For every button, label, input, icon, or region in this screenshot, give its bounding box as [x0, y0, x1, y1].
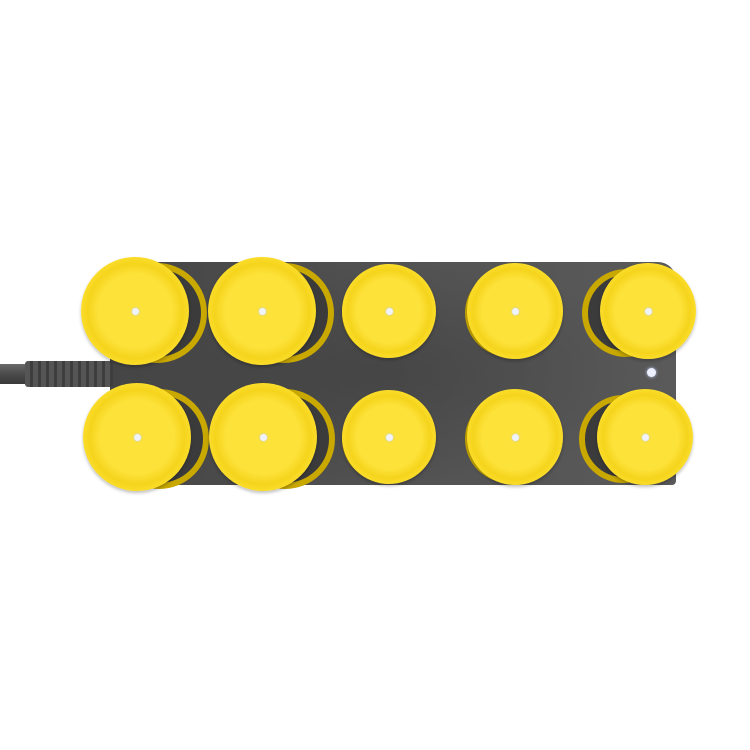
hair-roller-4 [467, 263, 563, 359]
hair-roller-6 [83, 383, 191, 491]
roller-center-dot [385, 307, 393, 315]
hair-roller-7 [209, 383, 317, 491]
hair-roller-10 [597, 389, 693, 485]
roller-center-dot [133, 433, 141, 441]
roller-center-dot [641, 433, 649, 441]
roller-center-dot [259, 433, 267, 441]
roller-center-dot [644, 307, 652, 315]
hair-roller-8 [342, 390, 436, 484]
power-indicator-light [647, 368, 656, 377]
hair-roller-9 [467, 389, 563, 485]
roller-center-dot [258, 307, 266, 315]
hair-roller-1 [81, 257, 189, 365]
roller-center-dot [511, 307, 519, 315]
hair-roller-3 [342, 264, 436, 358]
roller-center-dot [385, 433, 393, 441]
roller-center-dot [511, 433, 519, 441]
roller-center-dot [131, 307, 139, 315]
cord-strain-relief [25, 361, 113, 387]
hair-roller-2 [208, 257, 316, 365]
hair-roller-5 [600, 263, 696, 359]
